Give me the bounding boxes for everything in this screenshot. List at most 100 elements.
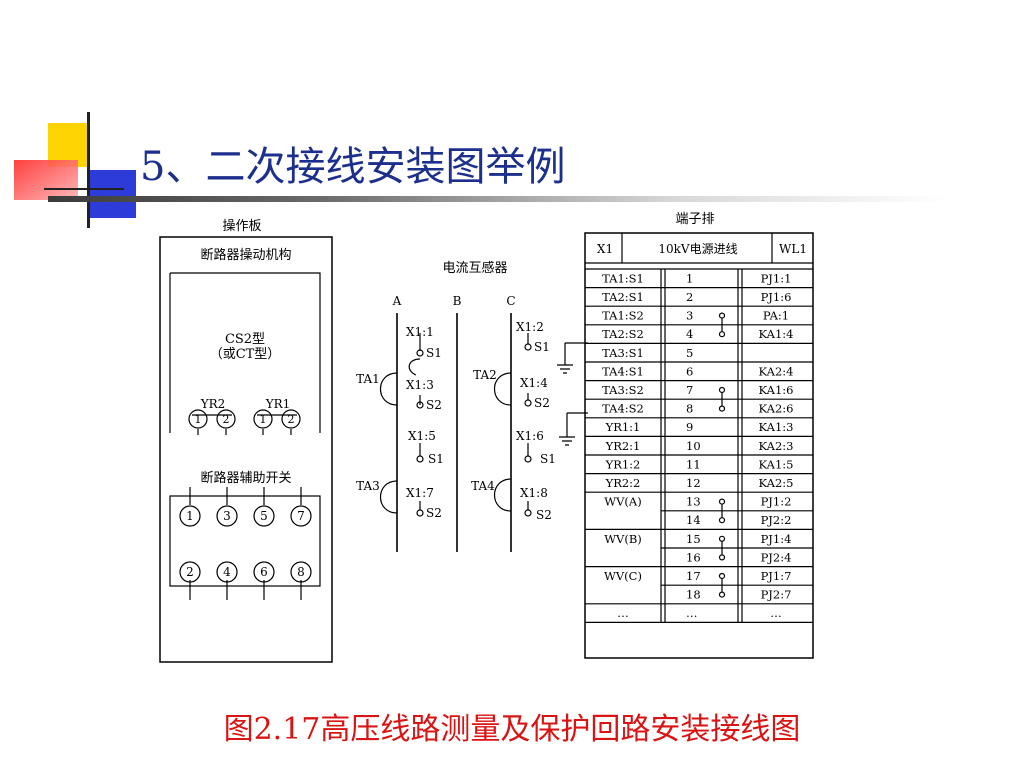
terminal-block-title: 端子排 — [675, 212, 714, 227]
ta1-s2: S2 — [426, 398, 442, 412]
aux-terminal-label: 7 — [297, 509, 305, 523]
terminal-cell: KA1:5 — [759, 457, 794, 471]
aux-terminal-label: 6 — [260, 565, 268, 579]
terminal-cell: KA2:5 — [759, 476, 794, 490]
deco-yellow-square — [48, 123, 90, 167]
terminal-cell: WV(A) — [604, 495, 641, 509]
ground-2 — [559, 413, 575, 446]
coil-terminal — [188, 409, 301, 429]
terminal-grid — [585, 268, 813, 623]
test-terminal-icon — [718, 331, 726, 338]
terminal-cell: WV(C) — [604, 569, 642, 583]
coil-leads — [197, 429, 292, 435]
terminal-cell: PJ2:2 — [761, 513, 792, 527]
coil-terminal-label: 1 — [195, 413, 202, 426]
terminal-cell: PJ1:4 — [761, 532, 792, 546]
terminal-cell: 10 — [686, 439, 701, 453]
terminal-cell: KA1:3 — [759, 420, 794, 434]
terminal-cell: 4 — [686, 327, 693, 341]
test-terminal-icon — [718, 535, 726, 542]
terminal-cell: TA2:S1 — [602, 290, 644, 304]
aux-switch-label: 断路器辅助开关 — [200, 470, 291, 486]
table-row: TA3:S1 5 — [602, 346, 693, 360]
ta1-leads — [408, 333, 421, 405]
deco-vertical-line — [87, 112, 90, 228]
panel-title: 操作板 — [222, 218, 261, 234]
yr2-label: YR2 — [200, 397, 226, 411]
test-terminal-icon — [718, 312, 726, 319]
deco-blue-square — [90, 170, 136, 218]
deco-horizontal-line — [44, 188, 124, 190]
terminal-cell: 13 — [686, 495, 701, 509]
terminal-cell: … — [770, 606, 782, 620]
terminal-header-dividers — [585, 233, 813, 264]
ta3-x1-bottom: X1:7 — [406, 486, 434, 500]
terminal-cell: PJ1:7 — [761, 569, 792, 583]
test-terminal-icon — [718, 386, 726, 394]
ta2-x1-top: X1:2 — [516, 320, 544, 334]
ta2-name: TA2 — [473, 368, 497, 382]
terminal-cell: 18 — [686, 588, 701, 602]
ta4-s1: S1 — [540, 452, 556, 466]
title-rule — [48, 196, 948, 202]
terminal-cell: PJ2:7 — [761, 588, 792, 602]
terminal-cell: PJ1:2 — [761, 495, 792, 509]
terminal-cell: KA1:4 — [759, 327, 794, 341]
terminal-cell: 11 — [686, 457, 701, 471]
ta2-x1-bottom: X1:4 — [520, 376, 548, 390]
ta3-s2: S2 — [426, 506, 442, 520]
coil-terminal-label: 1 — [260, 413, 267, 426]
terminal-cell: YR1:2 — [605, 457, 641, 471]
terminal-cell: TA4:S1 — [602, 364, 644, 378]
terminal-cell: KA2:3 — [759, 439, 794, 453]
ta1-x1-top: X1:1 — [406, 325, 434, 339]
test-terminal-icon — [718, 405, 726, 412]
terminal-cell: KA1:6 — [759, 383, 794, 397]
mechanism-label: 断路器操动机构 — [200, 247, 291, 263]
terminal-cell: … — [617, 606, 629, 620]
terminal-cell: 8 — [686, 402, 693, 416]
mechanism-box — [169, 272, 321, 433]
aux-terminal-label: 5 — [260, 509, 268, 523]
test-terminal-icon — [718, 517, 726, 524]
table-row: YR1:2 11 KA1:5 — [605, 457, 794, 471]
table-row: WV(A) 13 PJ1:2 — [604, 495, 791, 509]
aux-top-leads — [189, 487, 302, 505]
aux-terminal — [179, 505, 312, 583]
ct-title: 电流互感器 — [442, 260, 507, 276]
model-line1: CS2型 — [225, 332, 265, 347]
ta3-s1: S1 — [428, 452, 444, 466]
ta3-name: TA3 — [356, 479, 380, 493]
terminal-cell: 5 — [686, 346, 693, 360]
ta1-s1-terminal — [416, 349, 424, 357]
terminal-cell: YR2:2 — [605, 476, 641, 490]
wiring-diagram: 操作板 断路器操动机构 CS2型 （或CT型） YR2 YR1 1 2 1 2 … — [159, 212, 814, 663]
phase-a-label: A — [392, 294, 402, 308]
terminal-cell: TA3:S1 — [602, 346, 644, 360]
terminal-cell: … — [686, 606, 698, 620]
phase-b-label: B — [453, 294, 462, 308]
table-row: TA2:S2 4 KA1:4 — [602, 327, 793, 341]
terminal-cell: TA1:S2 — [602, 309, 644, 323]
table-row: … … … — [617, 606, 782, 620]
terminal-cell: TA2:S2 — [602, 327, 644, 341]
ta2-coil — [494, 372, 512, 406]
terminal-cell: PA:1 — [763, 309, 789, 323]
terminal-cell: TA4:S2 — [602, 402, 644, 416]
operating-panel: 操作板 断路器操动机构 CS2型 （或CT型） YR2 YR1 1 2 1 2 … — [159, 218, 333, 663]
slide-title: 5、二次接线安装图举例 — [140, 144, 566, 190]
table-row: TA1:S2 3 PA:1 — [602, 309, 789, 323]
yr1-label: YR1 — [265, 397, 291, 411]
figure-caption: 图2.17高压线路测量及保护回路安装接线图 — [223, 712, 801, 747]
ta4-x1-top: X1:6 — [516, 429, 544, 443]
terminal-cell: 3 — [686, 309, 693, 323]
aux-terminal-label: 4 — [223, 565, 231, 579]
ta4-coil — [494, 478, 512, 512]
